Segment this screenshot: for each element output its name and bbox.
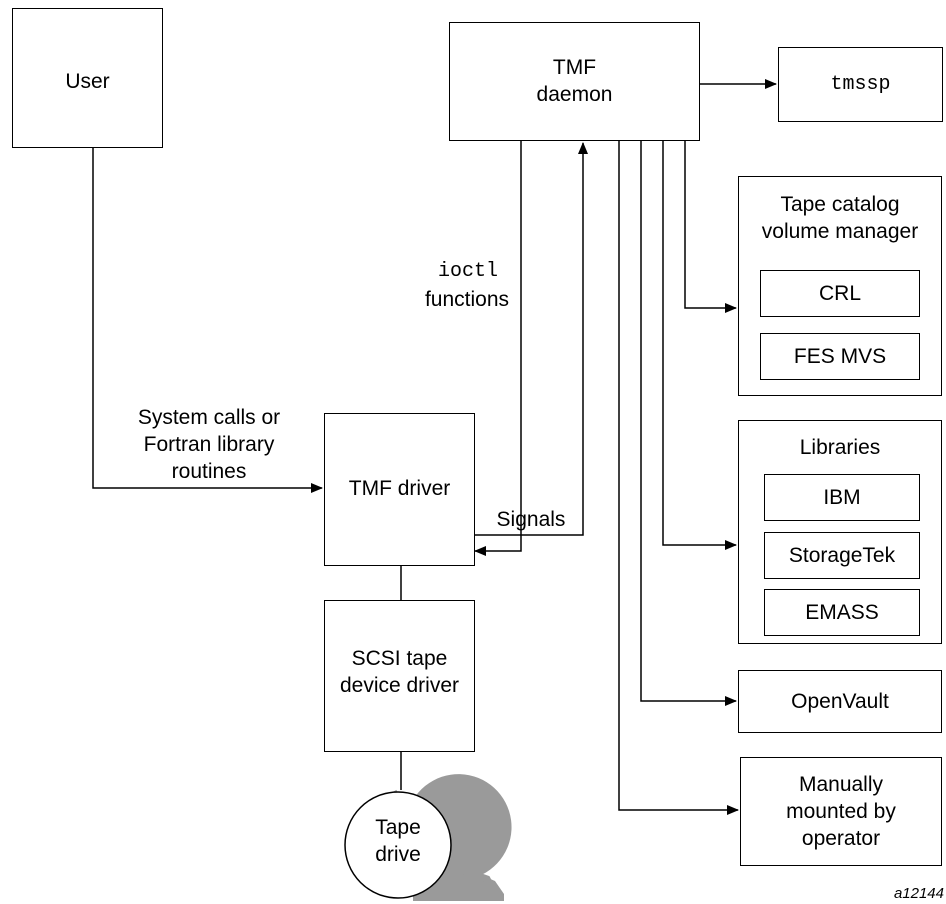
ibm-box	[764, 474, 920, 521]
tmssp-box	[778, 47, 943, 122]
tape-drive-label: Tape drive	[345, 814, 451, 868]
scsi-driver-label: SCSI tape device driver	[324, 645, 475, 699]
tape-drive-shape	[344, 774, 512, 901]
crl-box	[760, 270, 920, 317]
system-calls-label: System calls or Fortran library routines	[104, 404, 314, 485]
tmssp-label: tmssp	[830, 73, 891, 96]
scsi-driver-box	[324, 600, 475, 752]
system-calls-line-2: Fortran library	[143, 433, 275, 456]
edge-to-manual	[618, 141, 739, 815]
storagetek-label: StorageTek	[788, 544, 896, 567]
tape-catalog-label: Tape catalog volume manager	[738, 191, 942, 245]
edge-to-libraries	[662, 141, 737, 550]
manual-box	[740, 757, 942, 866]
storagetek-box	[764, 532, 920, 579]
manual-line-2: mounted by	[786, 800, 896, 823]
scsi-driver-line-1: SCSI tape	[351, 647, 448, 670]
tmf-daemon-line-2: daemon	[536, 83, 613, 106]
tmf-daemon-label: TMF daemon	[449, 54, 700, 108]
edge-to-catalog	[684, 141, 737, 313]
user-label: User	[65, 70, 110, 93]
fes-mvs-label: FES MVS	[793, 345, 887, 368]
scsi-driver-line-2: device driver	[339, 674, 460, 697]
tmf-daemon-box	[449, 22, 700, 141]
manual-label: Manually mounted by operator	[740, 771, 942, 852]
ioctl-label: ioctl	[437, 260, 498, 283]
edge-signals	[475, 142, 588, 536]
functions-label: functions	[424, 288, 510, 311]
tape-drive-line-1: Tape	[375, 816, 421, 839]
ibm-label: IBM	[823, 486, 861, 509]
user-box	[12, 8, 163, 148]
tape-drive-line-2: drive	[375, 843, 421, 866]
system-calls-line-3: routines	[171, 460, 247, 483]
tmf-driver-label: TMF driver	[348, 477, 451, 500]
edge-to-openvault	[640, 141, 737, 706]
edge-ioctl	[474, 141, 522, 556]
tmf-daemon-line-1: TMF	[552, 56, 597, 79]
edge-user-to-driver	[92, 148, 323, 493]
figure-id: a12144	[893, 885, 944, 902]
libraries-label: Libraries	[799, 436, 881, 459]
fes-mvs-box	[760, 333, 920, 380]
manual-line-1: Manually	[798, 773, 884, 796]
system-calls-line-1: System calls or	[137, 406, 281, 429]
tape-catalog-line-1: Tape catalog	[780, 193, 900, 216]
emass-label: EMASS	[805, 601, 879, 624]
tape-catalog-line-2: volume manager	[761, 220, 919, 243]
emass-box	[764, 589, 920, 636]
crl-label: CRL	[818, 282, 861, 305]
openvault-label: OpenVault	[791, 690, 889, 713]
signals-label: Signals	[496, 508, 566, 531]
manual-line-3: operator	[801, 827, 881, 850]
openvault-box	[738, 670, 942, 733]
tmf-driver-box	[324, 413, 475, 566]
